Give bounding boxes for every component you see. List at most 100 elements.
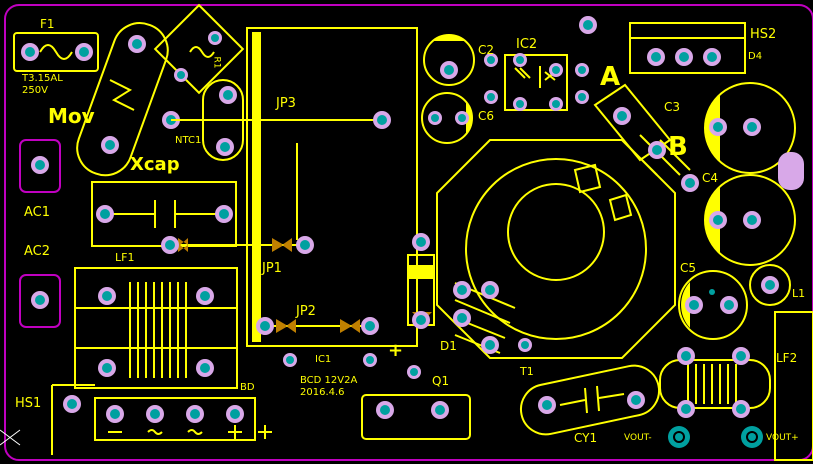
d1-pad-1 (412, 233, 430, 251)
t1 (436, 83, 691, 359)
label-d4: D4 (748, 51, 763, 62)
d4-pad-1 (647, 48, 665, 66)
ic2 (504, 54, 568, 111)
bridge-pad-4 (226, 405, 244, 423)
fuse-f1 (13, 32, 99, 72)
label-l1: L1 (792, 287, 806, 300)
label-hs1: HS1 (15, 396, 42, 411)
mov-pad-2 (101, 136, 119, 154)
bulk-stripe (252, 32, 261, 342)
t1-pad-8 (518, 338, 532, 352)
cy1-pad-2 (627, 391, 645, 409)
top-pad (579, 16, 597, 34)
label-c2: C2 (478, 43, 495, 57)
label-vout-neg: VOUT- (624, 433, 652, 443)
label-ic2: IC2 (516, 37, 538, 52)
r-pad-2 (363, 353, 377, 367)
label-c5: C5 (680, 261, 697, 275)
label-r1: R1 (211, 56, 222, 69)
lf2-pad-4 (732, 400, 750, 418)
d4-pad-2 (675, 48, 693, 66)
t1-pad-7 (481, 336, 499, 354)
lf1-pad-2 (196, 287, 214, 305)
mov-pad-1 (128, 35, 146, 53)
t1-pad-2 (648, 141, 666, 159)
cy1-pad-1 (538, 396, 556, 414)
c-pad (407, 365, 421, 379)
lf1-pad-4 (196, 359, 214, 377)
t1-pad-1 (613, 107, 631, 125)
lf2-pad-1 (677, 347, 695, 365)
jp3-pad (373, 111, 391, 129)
ic2-pad-2 (549, 63, 563, 77)
label-fuse-rating: T3.15AL (22, 73, 63, 84)
label-d1: D1 (440, 339, 457, 353)
hs1-pad (63, 395, 81, 413)
mov (76, 22, 169, 177)
corner-cut (0, 429, 21, 446)
ntc-pad-1 (208, 31, 222, 45)
label-ic1: IC1 (315, 354, 332, 365)
c2-pad-3 (484, 90, 498, 104)
t1-pad-4 (453, 281, 471, 299)
jp2-copper (276, 319, 360, 333)
bridge-pad-3 (186, 405, 204, 423)
label-fuse-voltage: 250V (22, 85, 48, 96)
c4-pad-1 (709, 211, 727, 229)
marker-a: A (600, 62, 621, 92)
c6-pad-2 (455, 111, 469, 125)
c5-dot (709, 289, 715, 295)
c6-pad-1 (428, 111, 442, 125)
c5-pad-1 (685, 296, 703, 314)
c5 (678, 270, 748, 340)
vout-neg-pad (668, 426, 690, 448)
side-pad (778, 152, 804, 190)
lf2 (659, 311, 813, 461)
label-hs2: HS2 (750, 27, 777, 42)
label-cy1: CY1 (574, 431, 598, 445)
label-jp3: JP3 (276, 96, 296, 111)
label-vout-pos: VOUT+ (766, 433, 799, 443)
bridge-signs (108, 425, 272, 439)
label-c4: C4 (702, 171, 719, 185)
lf1-pad-3 (98, 359, 116, 377)
label-jp2: JP2 (296, 304, 316, 319)
c3-pad-1 (709, 118, 727, 136)
c5-pad-2 (720, 296, 738, 314)
jp1-pad-2 (296, 236, 314, 254)
board-outline (4, 4, 813, 461)
label-ac2: AC2 (24, 244, 51, 259)
ic2-pad-1 (513, 53, 527, 67)
jp2-pad-2 (361, 317, 379, 335)
c2-pad-1 (440, 61, 458, 79)
label-q1: Q1 (432, 374, 450, 388)
d4-pad-3 (703, 48, 721, 66)
ic2-pad-6 (575, 90, 589, 104)
l1-pad (761, 276, 779, 294)
q1-pad-1 (376, 401, 394, 419)
hs1 (51, 384, 256, 455)
bridge-pad-1 (106, 405, 124, 423)
t1-pad-5 (481, 281, 499, 299)
ac1-pad (31, 156, 49, 174)
c3 (704, 82, 796, 174)
d1-pad-2 (412, 311, 430, 329)
r-pad-1 (283, 353, 297, 367)
label-c3: C3 (664, 100, 681, 114)
ic2-pad-4 (549, 97, 563, 111)
label-plus: + (388, 340, 404, 361)
q1-pad-2 (431, 401, 449, 419)
bulk-frame (246, 27, 418, 347)
ac-terminals (19, 139, 61, 328)
label-t1: T1 (520, 365, 534, 378)
jp2-pad-1 (256, 317, 274, 335)
ntc1-pad-1 (219, 86, 237, 104)
lf2-pad-3 (677, 400, 695, 418)
t1-pad-3 (681, 174, 699, 192)
label-f1: F1 (40, 17, 55, 31)
cy1 (519, 364, 661, 436)
c2-band (432, 34, 466, 41)
label-lf1: LF1 (115, 251, 135, 264)
label-lf2: LF2 (776, 351, 798, 365)
